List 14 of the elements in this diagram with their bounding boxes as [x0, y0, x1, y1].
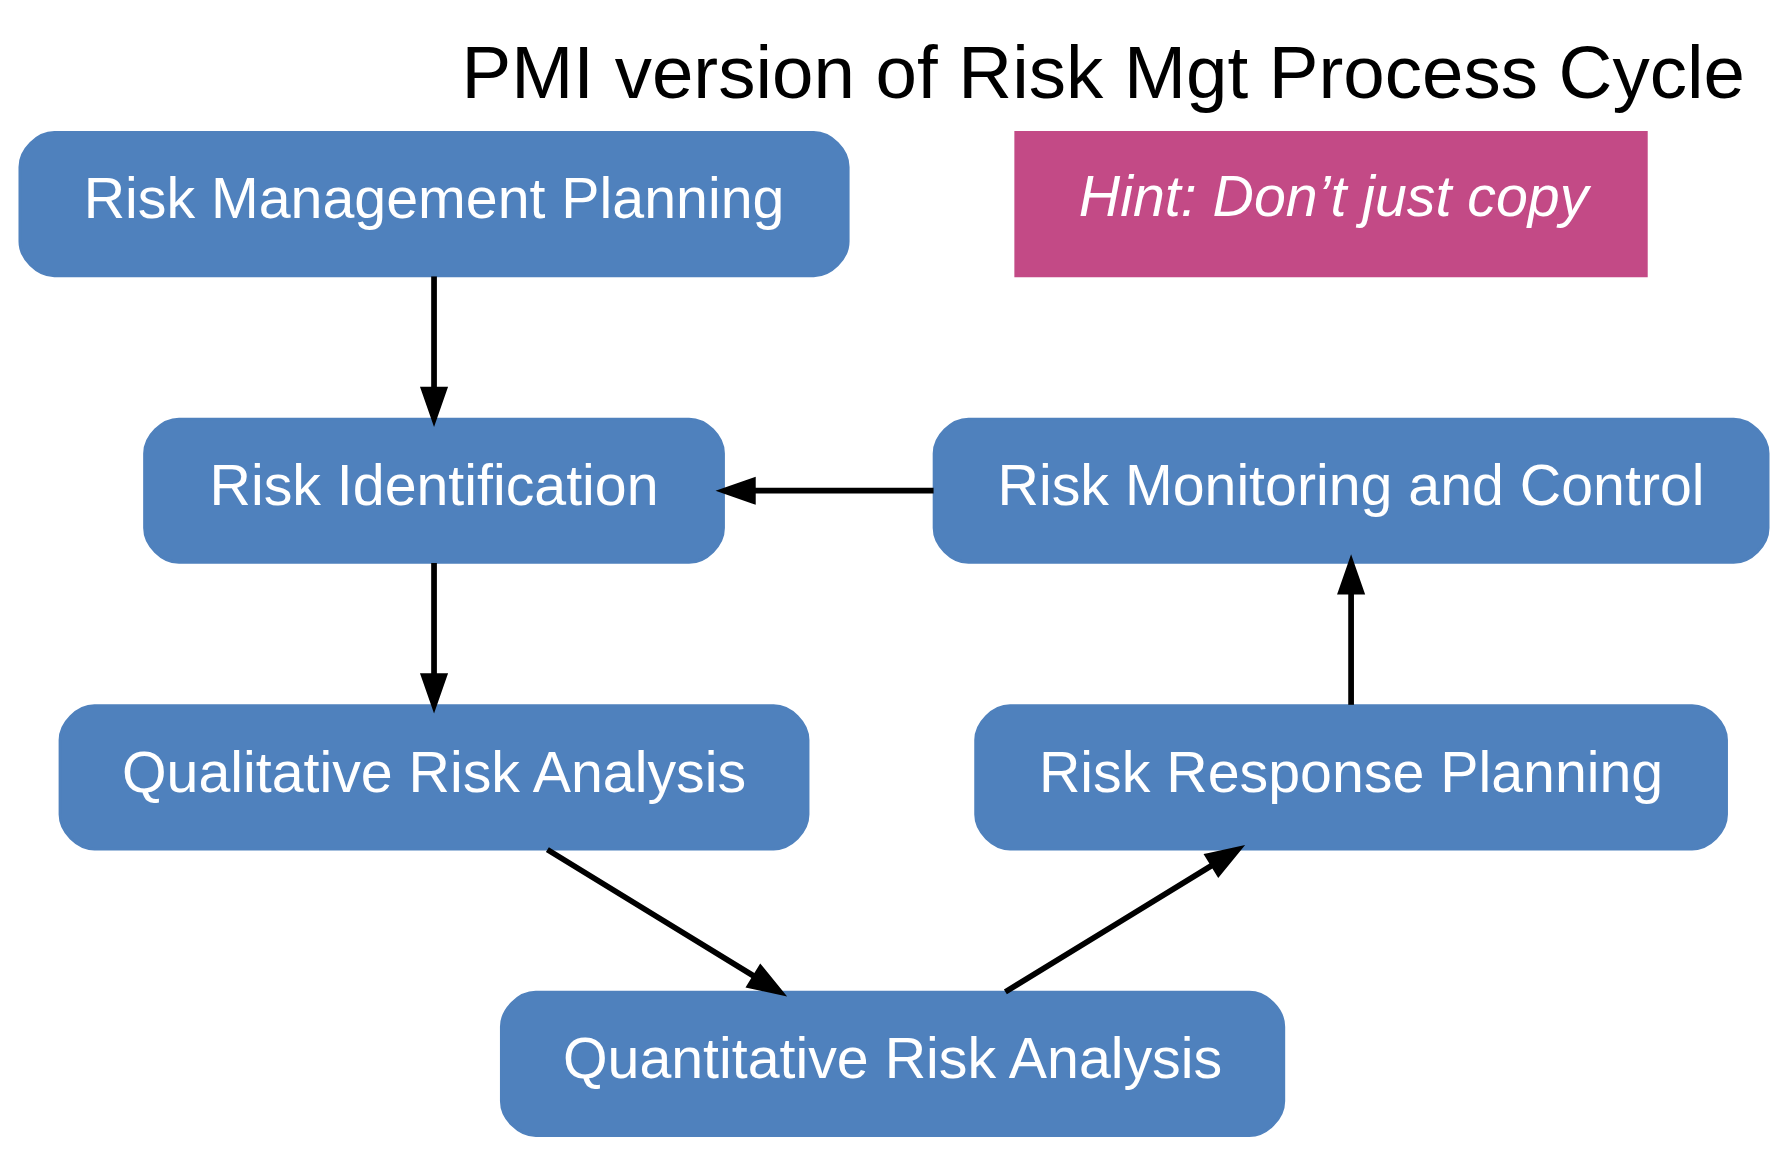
arrow	[545, 846, 788, 996]
node-box: Risk Monitoring and Control	[932, 417, 1770, 564]
node-box: Qualitative Risk Analysis	[58, 703, 810, 850]
arrow	[1003, 844, 1246, 994]
node-box: Risk Response Planning	[974, 703, 1728, 850]
arrow	[1337, 553, 1366, 705]
node-box: Hint: Don’t just copy	[1014, 130, 1648, 277]
arrow	[419, 562, 449, 713]
arrow	[419, 275, 449, 427]
node-box: Risk Identification	[143, 417, 725, 564]
node-box: Risk Management Planning	[18, 130, 850, 277]
arrow	[715, 476, 934, 505]
diagram-title: PMI version of Risk Mgt Process Cycle	[461, 30, 1745, 114]
node-box: Quantitative Risk Analysis	[499, 990, 1286, 1137]
